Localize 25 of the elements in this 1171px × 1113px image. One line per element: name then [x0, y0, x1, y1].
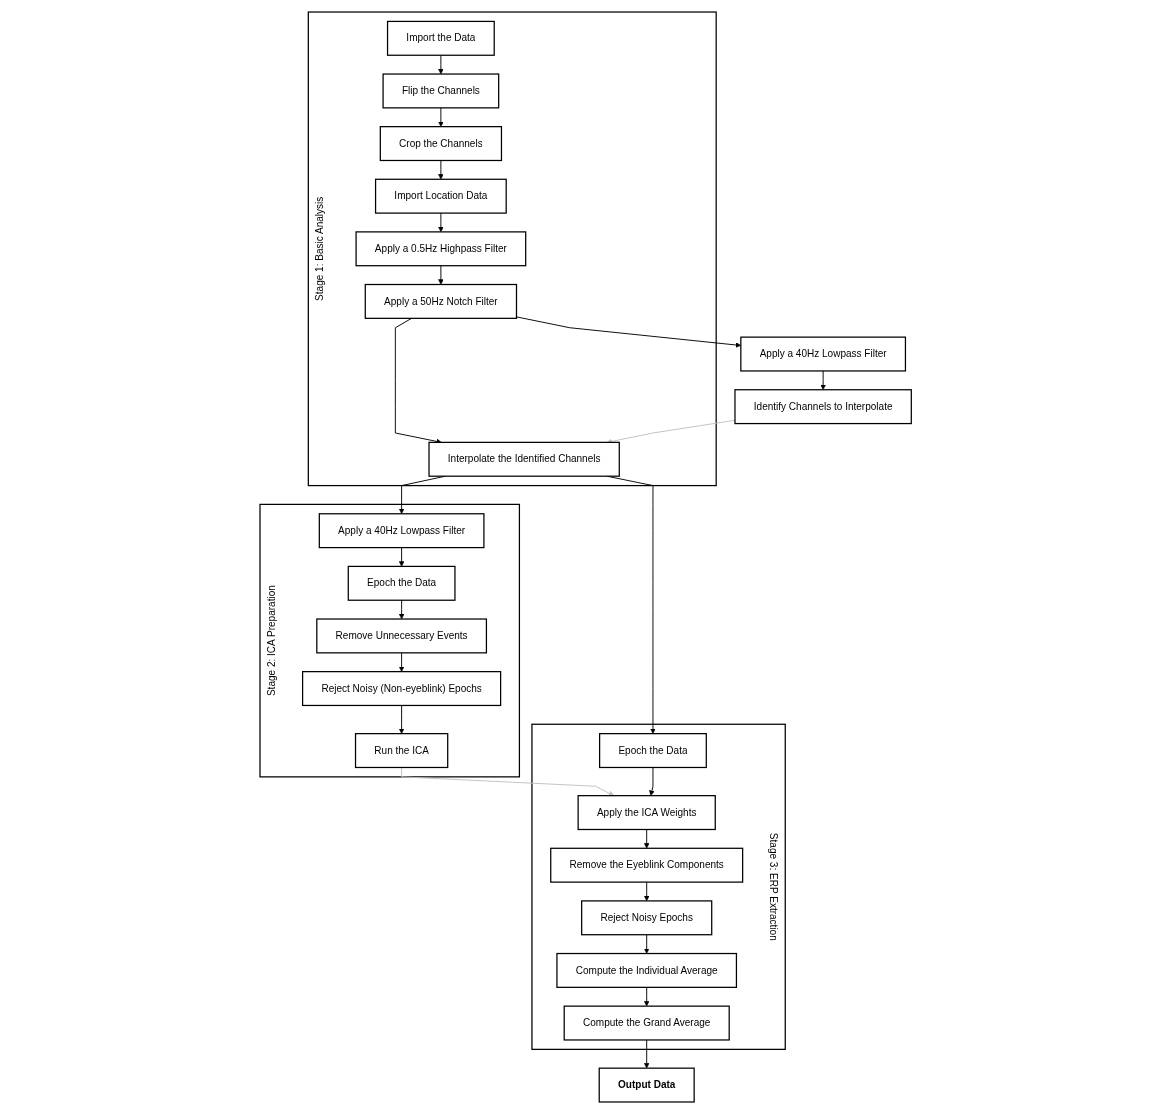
node-box: [316, 617, 487, 653]
cluster: [259, 503, 520, 777]
node-box: [382, 72, 500, 108]
node-box: [354, 732, 449, 768]
node-box: [318, 512, 485, 548]
cluster: [307, 10, 717, 486]
node-box: [379, 125, 502, 161]
node-box: [740, 336, 906, 372]
node-box: [549, 847, 744, 883]
node-box: [577, 794, 716, 830]
node-box: [563, 1005, 730, 1041]
node-box: [364, 283, 517, 319]
node-box: [580, 899, 713, 935]
node-box: [598, 1067, 695, 1103]
cluster: [531, 723, 786, 1050]
node-box: [556, 952, 737, 988]
node-box: [428, 441, 620, 477]
node-box: [355, 230, 527, 266]
node-box: [374, 178, 507, 214]
node-box: [386, 20, 495, 56]
node-box: [347, 565, 456, 601]
flowchart-drawing: Stage 3: ERP Extraction Stage 2: ICA Preparation Stage 1: Basic Analysis Import the Data Flip the Channels Crop the Channels Import Location Data Apply a 0.5Hz Highpass Filter Apply a 50Hz Notch Filter Interpolate the Identified Channels Apply a 40Hz Lowpass Filter Identify Channels to Interpolate Apply a 40Hz Lowpass Filter Epoch the Data Remove Unnecessary Events Reject Noisy (Non-eyeblink) Epochs Run the ICA Epoch the Data Apply the ICA Weights Remove the Eyeblink Components Reject Noisy Epochs Compute the Individual Average Compute the Grand Average Output Data: [254, 6, 917, 1107]
node-box: [598, 732, 707, 768]
node-box: [301, 670, 502, 706]
node-box: [734, 388, 912, 424]
